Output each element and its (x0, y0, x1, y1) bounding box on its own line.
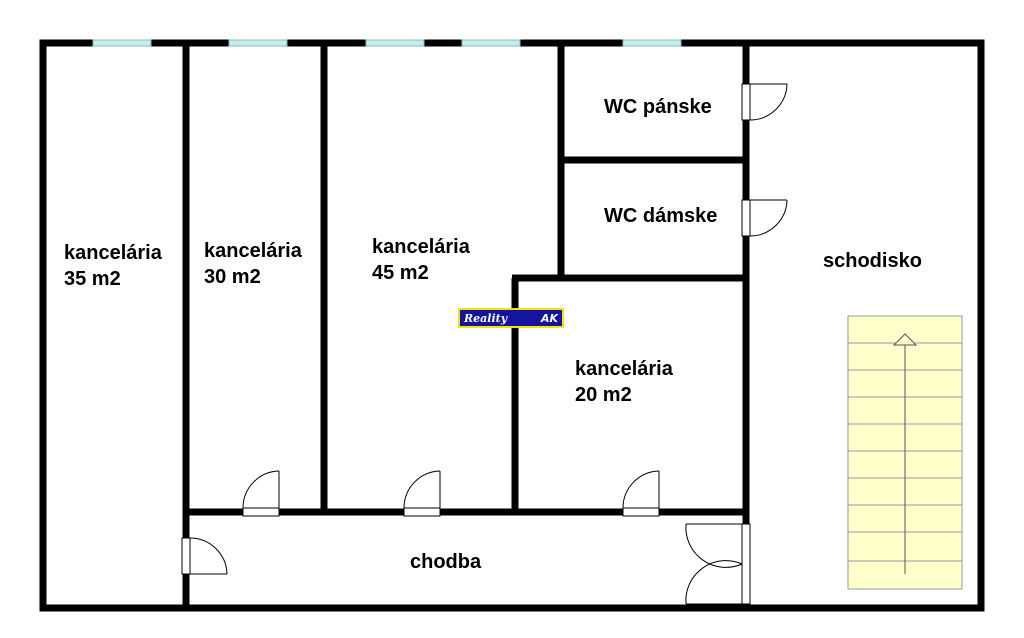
window (622, 39, 682, 47)
room-label-office-45: kancelária 45 m2 (372, 234, 470, 286)
logo-inner: Reality AK (460, 310, 562, 326)
interior-walls (182, 43, 750, 608)
door-swings (189, 83, 788, 605)
room-label-office-35: kancelária 35 m2 (64, 240, 162, 292)
room-label-wc-men: WC pánske (604, 94, 712, 120)
room-name: chodba (410, 551, 482, 573)
room-area: 30 m2 (204, 266, 261, 288)
logo-mark: AK (540, 311, 558, 325)
room-label-office-30: kancelária 30 m2 (204, 238, 302, 290)
room-label-wc-women: WC dámske (604, 203, 717, 229)
room-label-stairwell: schodisko (823, 248, 922, 274)
window (92, 39, 152, 47)
room-name: schodisko (823, 250, 922, 272)
room-name: WC dámske (604, 205, 718, 227)
window (228, 39, 288, 47)
stairs (847, 315, 963, 590)
room-label-office-20: kancelária 20 m2 (575, 356, 673, 408)
door-openings (181, 83, 751, 605)
room-area: 20 m2 (575, 384, 632, 406)
room-area: 35 m2 (64, 268, 121, 290)
reality-ak-logo: Reality AK (458, 308, 564, 328)
room-name: WC pánske (604, 96, 712, 118)
windows (92, 39, 682, 47)
room-name: kancelária (204, 240, 302, 262)
room-name: kancelária (372, 236, 470, 258)
window (461, 39, 521, 47)
room-label-corridor: chodba (410, 549, 481, 575)
room-area: 45 m2 (372, 262, 429, 284)
room-name: kancelária (575, 358, 673, 380)
room-name: kancelária (64, 242, 162, 264)
logo-text: Reality (464, 311, 508, 325)
window (365, 39, 425, 47)
stairs-arrow-icon (892, 333, 918, 574)
